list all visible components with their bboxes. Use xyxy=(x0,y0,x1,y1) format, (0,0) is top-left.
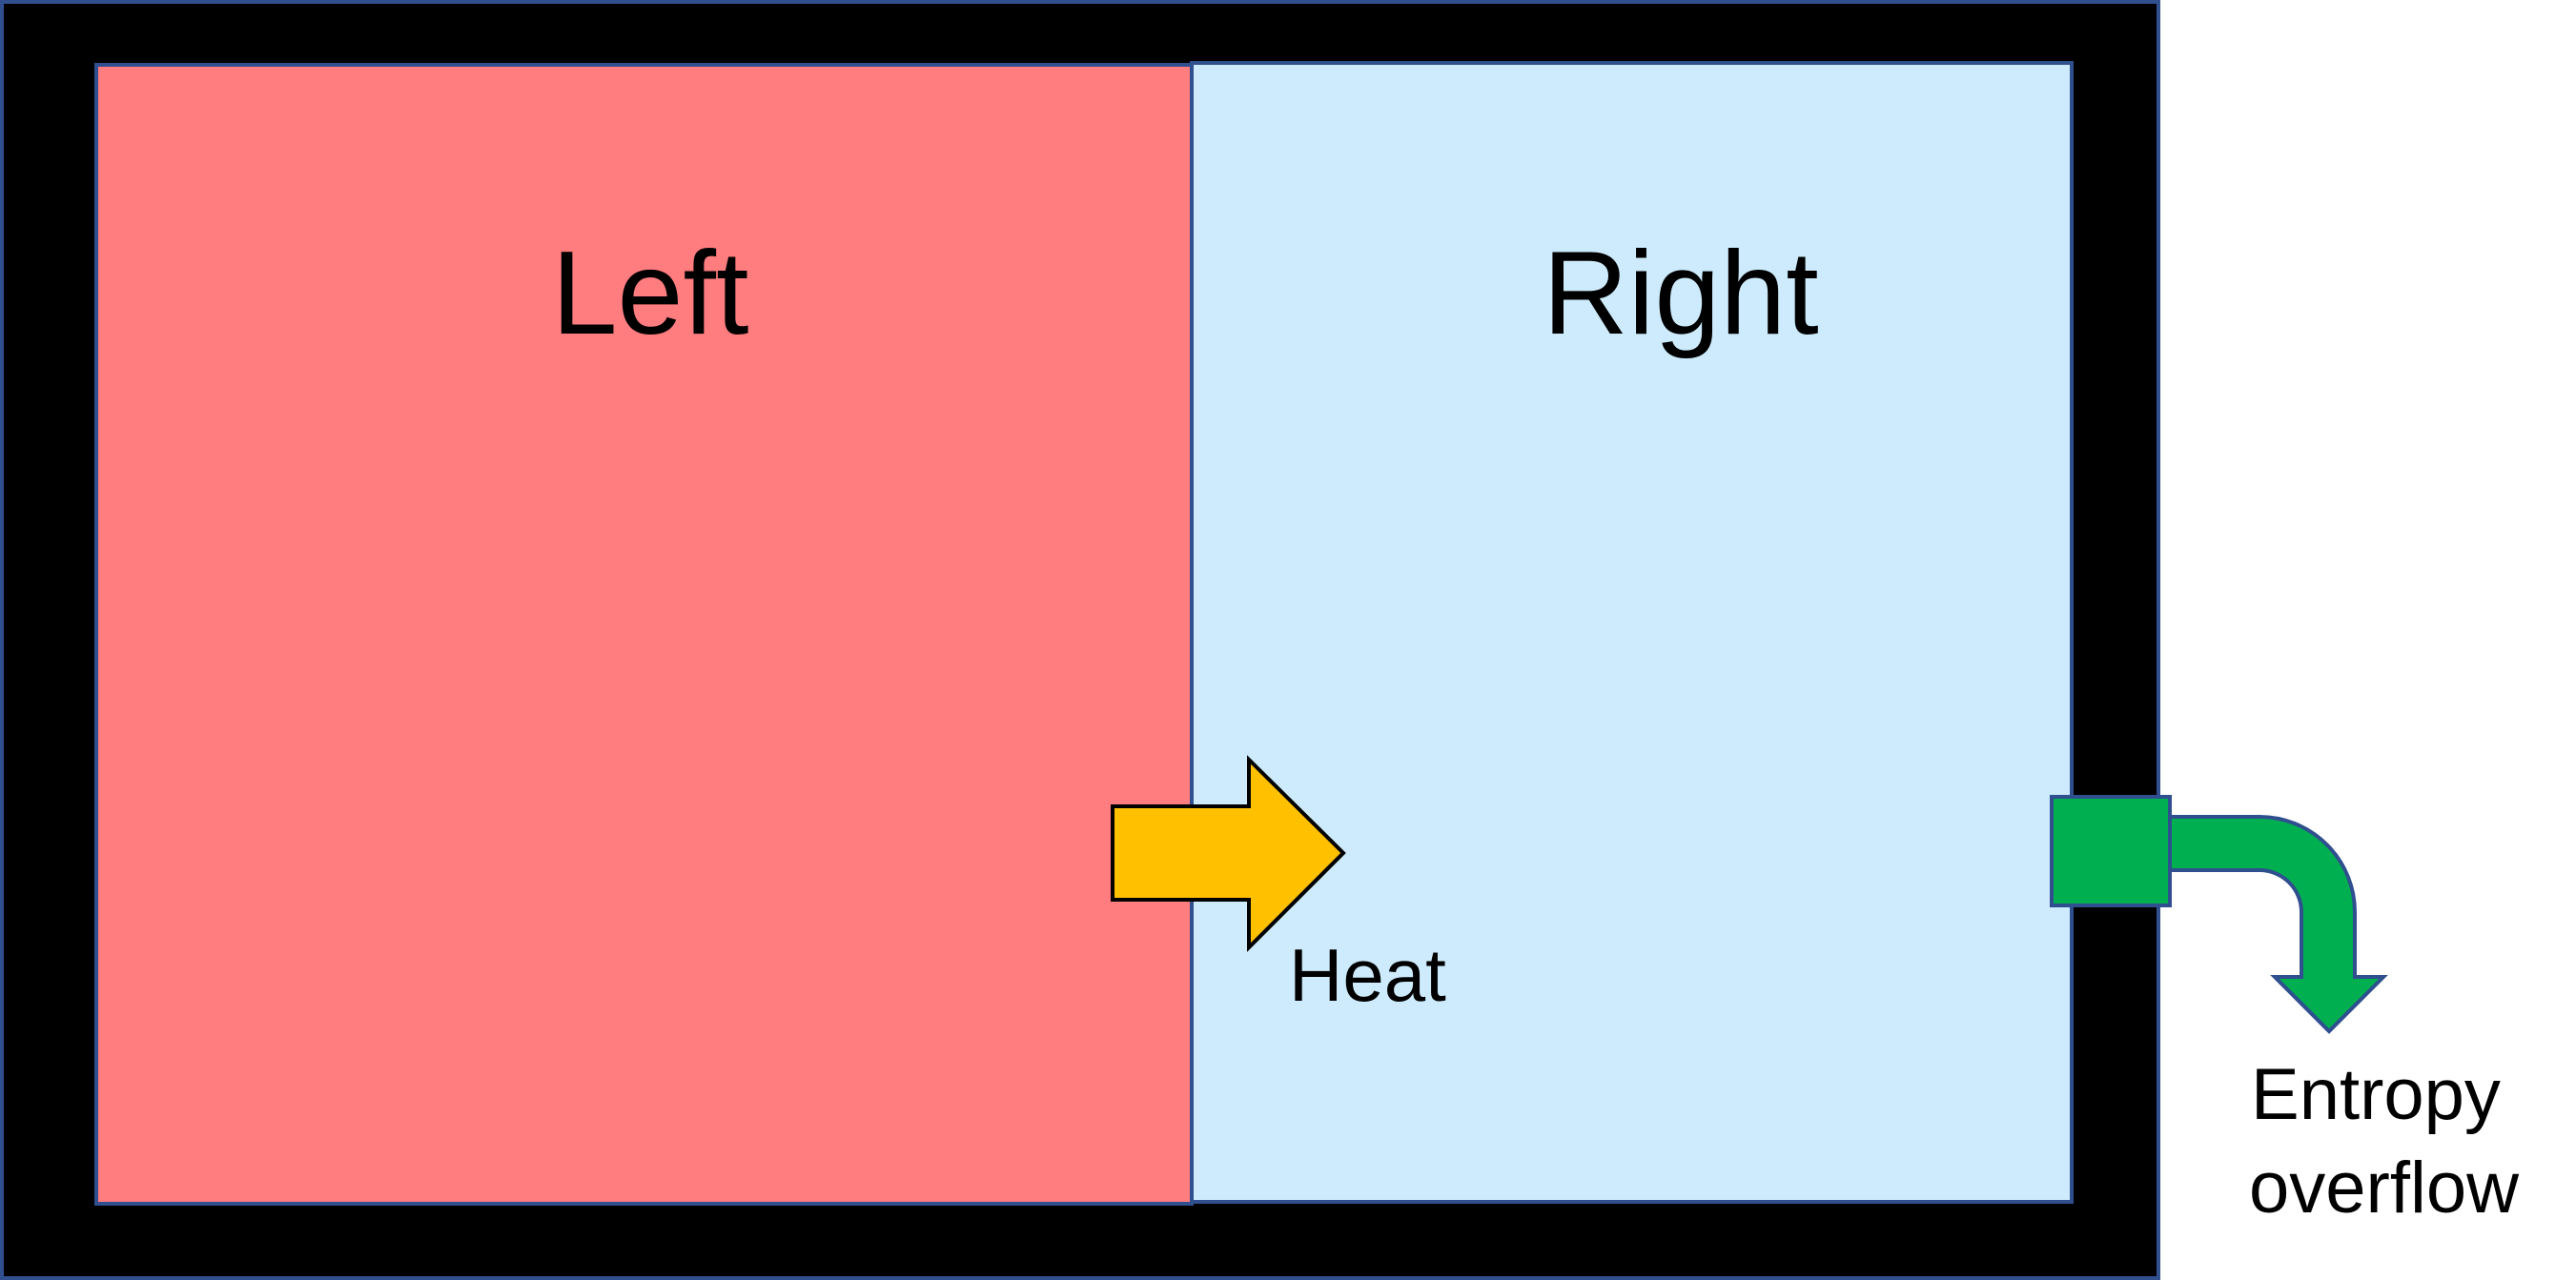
entropy-valve xyxy=(2050,795,2172,907)
heat-label: Heat xyxy=(1289,933,1446,1017)
left-chamber xyxy=(94,63,1194,1206)
left-chamber-label: Left xyxy=(552,228,749,359)
right-chamber-label: Right xyxy=(1543,228,1818,359)
right-arrow-icon xyxy=(1111,755,1346,952)
bent-down-arrow-icon xyxy=(2168,815,2388,1034)
right-chamber xyxy=(1190,61,2074,1204)
entropy-label-line1: Entropy xyxy=(2251,1054,2501,1135)
entropy-label-line2: overflow xyxy=(2249,1148,2520,1229)
